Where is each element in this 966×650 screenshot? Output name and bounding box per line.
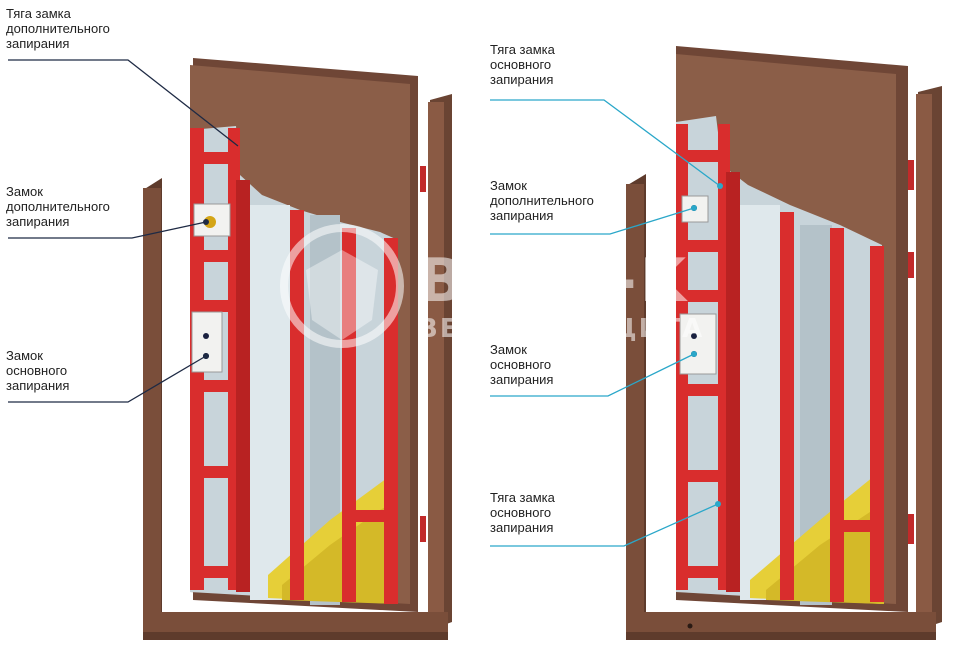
label-left-lock-extra: Замок дополнительного запирания xyxy=(6,184,110,229)
right-top-hinge xyxy=(908,160,914,190)
right-middle-hinge xyxy=(908,252,914,278)
watermark-emblem xyxy=(280,224,404,348)
label-right-rod-main-top: Тяга замка основного запирания xyxy=(490,42,555,87)
left-door-frame xyxy=(143,94,452,640)
left-callout-lines xyxy=(8,59,239,403)
left-lock-main-pointer xyxy=(8,355,207,403)
left-rod-extra-pointer xyxy=(8,59,239,147)
right-lock-main-pointer xyxy=(490,353,695,397)
callout-dots xyxy=(203,183,723,507)
right-rod-bottom-pointer xyxy=(490,503,719,547)
label-right-lock-main: Замок основного запирания xyxy=(490,342,554,387)
left-lock-extra-pointer xyxy=(8,221,207,239)
left-door xyxy=(143,58,452,640)
label-right-lock-extra: Замок дополнительного запирания xyxy=(490,178,594,223)
left-door-interior xyxy=(190,126,398,605)
right-lock-extra-pointer xyxy=(490,207,695,235)
right-door-frame xyxy=(626,86,942,640)
watermark-brand: BARS-K xyxy=(418,246,689,316)
right-door xyxy=(626,46,942,640)
label-left-lock-main: Замок основного запирания xyxy=(6,348,70,393)
watermark-slogan: ВЕРНАЯ ЗАЩИТА xyxy=(418,314,705,344)
right-rod-top-pointer xyxy=(490,99,721,187)
right-door-interior xyxy=(676,116,884,605)
right-bottom-hinge xyxy=(908,514,914,544)
label-right-rod-main-bottom: Тяга замка основного запирания xyxy=(490,490,555,535)
left-top-hinge xyxy=(420,166,426,192)
left-bottom-hinge xyxy=(420,516,426,542)
label-left-rod-extra: Тяга замка дополнительного запирания xyxy=(6,6,110,51)
right-callout-lines xyxy=(490,99,721,547)
